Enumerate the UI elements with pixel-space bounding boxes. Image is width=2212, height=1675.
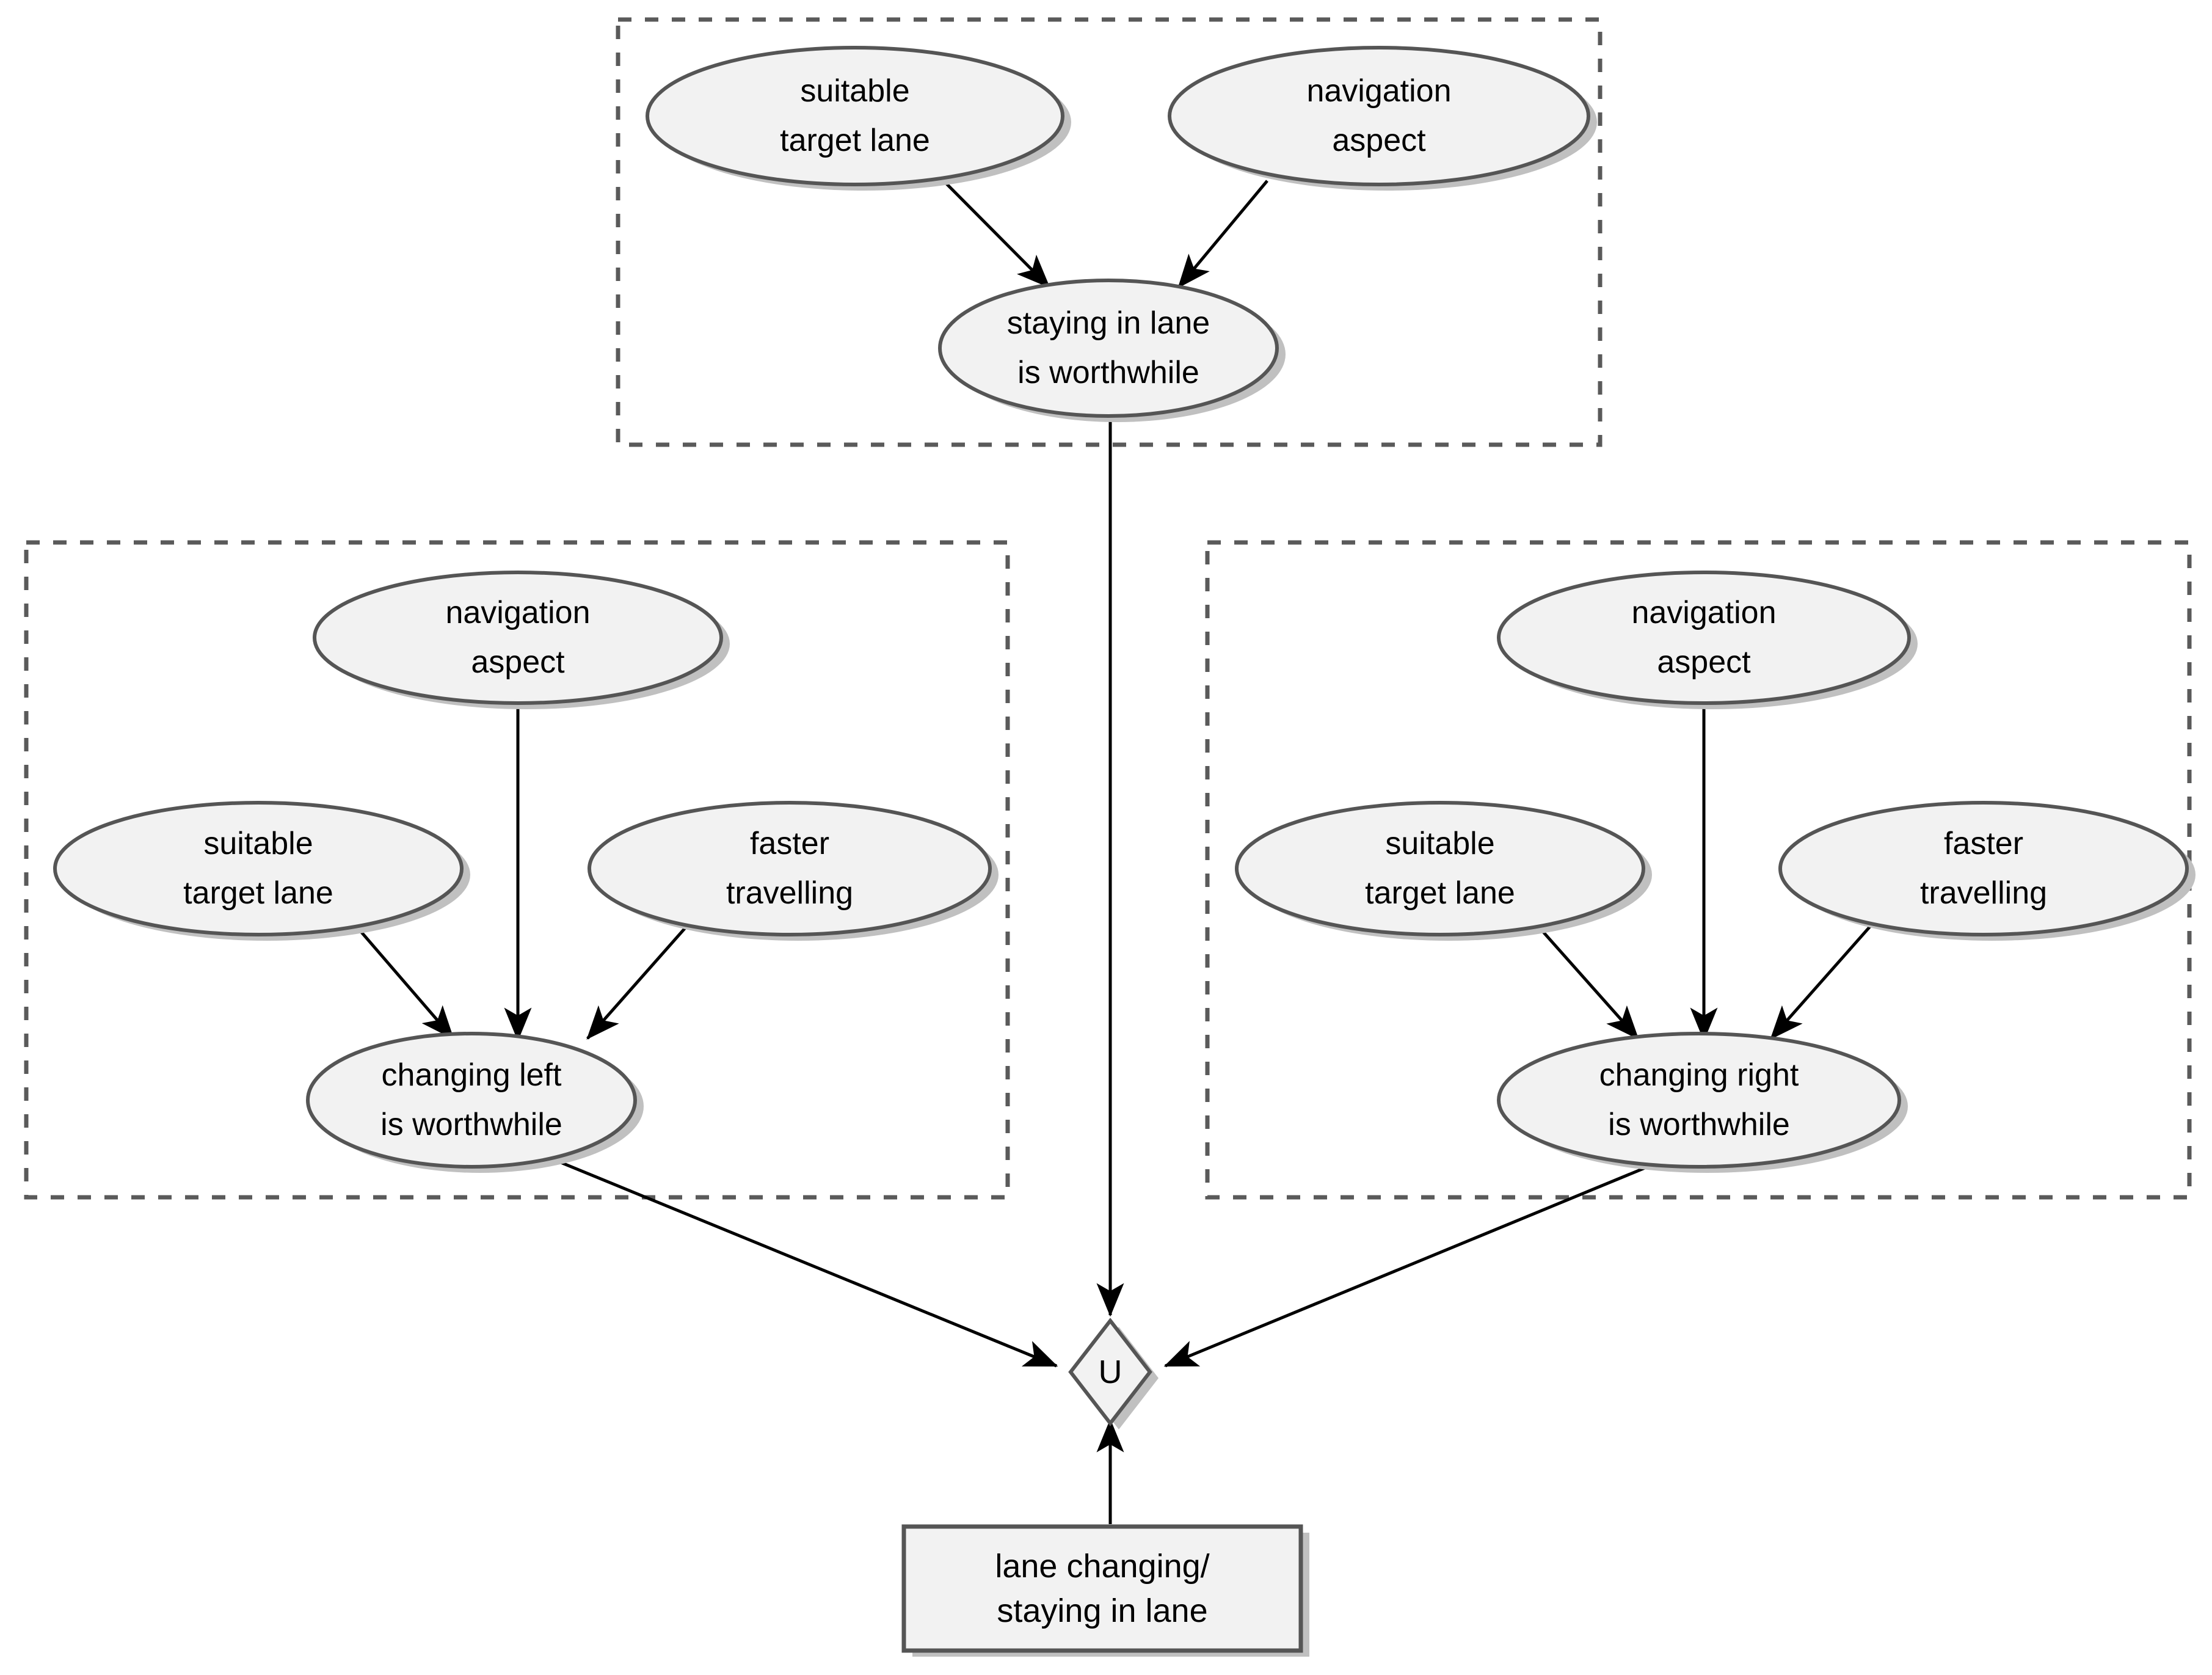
ellipse-top-suitable-target-lane[interactable] bbox=[646, 46, 1064, 186]
ellipse-left-suitable-target-lane[interactable] bbox=[53, 801, 464, 936]
edge-left-faster-to-changing-left bbox=[586, 921, 691, 1040]
ellipse-left-faster-travelling[interactable] bbox=[588, 801, 992, 936]
changing-right-group-box bbox=[1205, 540, 2192, 1200]
edge-left-suitable-to-changing-left bbox=[352, 921, 454, 1040]
edge-top-suitable-to-staying bbox=[942, 180, 1050, 288]
edge-top-navigation-to-staying bbox=[1177, 180, 1268, 288]
staying-in-lane-group-box bbox=[616, 17, 1603, 447]
edge-changing-left-to-utility bbox=[522, 1145, 1058, 1368]
edge-right-suitable-to-changing-right bbox=[1533, 921, 1639, 1040]
ellipse-right-navigation-aspect[interactable] bbox=[1497, 571, 1911, 705]
edge-right-faster-to-changing-right bbox=[1770, 921, 1875, 1040]
rect-decision-lane-changing[interactable] bbox=[901, 1524, 1303, 1653]
ellipse-staying-in-lane-is-worthwhile[interactable] bbox=[938, 279, 1279, 418]
ellipse-right-faster-travelling[interactable] bbox=[1778, 801, 2189, 936]
ellipse-changing-right-is-worthwhile[interactable] bbox=[1497, 1032, 1901, 1169]
ellipse-changing-left-is-worthwhile[interactable] bbox=[306, 1032, 637, 1169]
ellipse-left-navigation-aspect[interactable] bbox=[313, 571, 723, 705]
changing-left-group-box bbox=[24, 540, 1010, 1200]
ellipse-top-navigation-aspect[interactable] bbox=[1168, 46, 1590, 186]
ellipse-right-suitable-target-lane[interactable] bbox=[1235, 801, 1645, 936]
diamond-utility-node[interactable] bbox=[1068, 1318, 1152, 1426]
edge-changing-right-to-utility bbox=[1163, 1145, 1697, 1368]
